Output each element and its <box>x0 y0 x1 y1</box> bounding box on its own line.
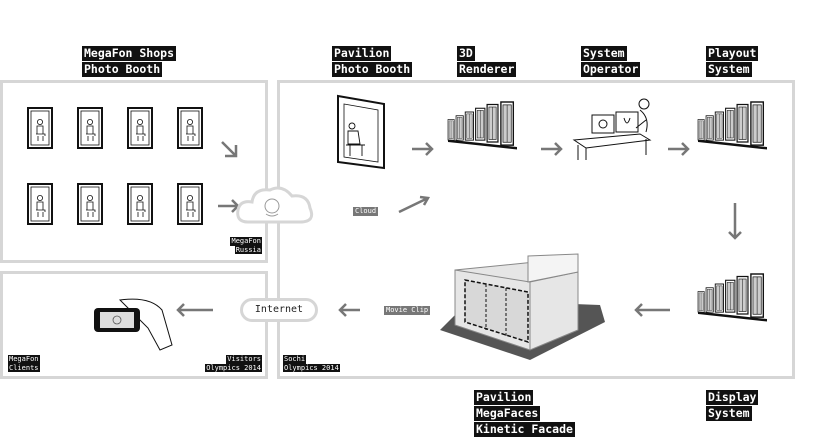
clients-corner-label: MegaFon Clients <box>8 355 40 372</box>
visitors-corner-label: Visitors Olympics 2014 <box>205 355 262 372</box>
cloud-icon <box>236 186 314 224</box>
clients-panel <box>0 271 268 379</box>
pavilion-booth-label: Pavilion Photo Booth <box>332 46 413 77</box>
pavilion-panel <box>277 80 795 379</box>
renderer-rack-icon <box>448 102 517 150</box>
playout-label: Playout System <box>706 46 759 77</box>
internet-pill: Internet <box>240 298 318 322</box>
display-label: Display System <box>706 390 759 421</box>
flow-arrows <box>176 141 742 317</box>
playout-rack-icon <box>698 102 767 150</box>
shop-booth-icons <box>27 107 203 225</box>
phone-in-hand-illustration <box>94 298 173 351</box>
operator-label: System Operator <box>581 46 641 77</box>
renderer-label: 3D Renderer <box>457 46 517 77</box>
operator-desk-illustration <box>572 98 652 160</box>
movie-clip-tag: Movie Clip <box>384 306 431 315</box>
cloud-tag: Cloud <box>353 207 379 216</box>
pavilion-booth-illustration <box>337 94 385 170</box>
display-rack-icon <box>698 274 767 322</box>
shops-label: MegaFon Shops Photo Booth <box>82 46 177 77</box>
sochi-corner-label: Sochi Olympics 2014 <box>283 355 340 372</box>
facade-building-illustration <box>440 253 605 360</box>
shops-panel <box>0 80 268 263</box>
russia-corner-label: MegaFon Russia <box>230 237 262 254</box>
facade-label: Pavilion MegaFaces Kinetic Facade <box>474 390 575 437</box>
internet-label: Internet <box>254 304 304 315</box>
